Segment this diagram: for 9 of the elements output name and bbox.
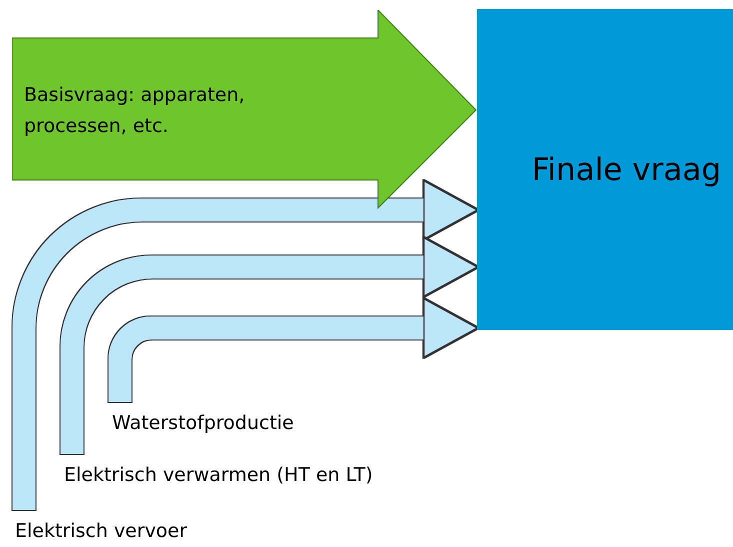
arrow-label: Basisvraag: apparaten, processen, etc.	[24, 83, 246, 139]
box-label: Finale vraag	[532, 152, 721, 188]
flow-label: Elektrisch verwarmen (HT en LT)	[64, 454, 373, 486]
flow-label: Elektrisch vervoer	[15, 510, 188, 542]
thick-arrow	[108, 298, 478, 402]
flow-label: Waterstofproductie	[112, 402, 294, 434]
thick-arrow	[60, 237, 478, 454]
target-box	[477, 9, 733, 330]
thick-arrow	[12, 180, 478, 510]
